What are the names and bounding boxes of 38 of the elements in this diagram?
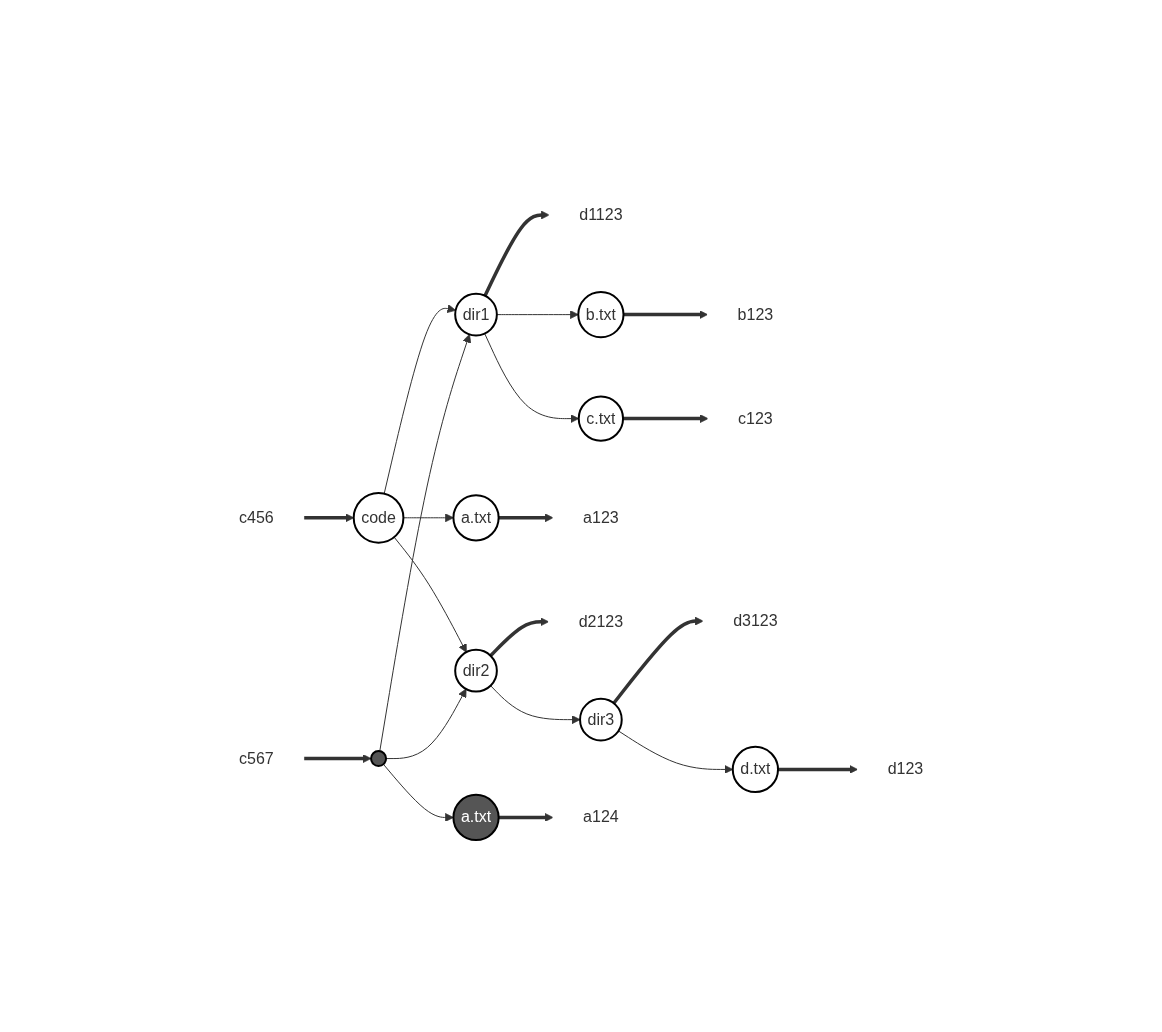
node-circle: b.txt	[577, 290, 625, 338]
node-text: a124	[582, 808, 619, 826]
node-text: d3123	[733, 611, 778, 629]
arrow	[484, 332, 579, 423]
arrow	[303, 513, 354, 522]
node-circle	[369, 749, 387, 767]
node-text: c123	[737, 409, 773, 427]
arrow	[623, 310, 708, 319]
arrow	[393, 536, 467, 653]
node-circle: dir3	[578, 697, 623, 742]
arrow	[382, 763, 454, 822]
arrow	[489, 684, 581, 724]
arrow	[496, 310, 579, 319]
node-text: c456	[238, 508, 274, 526]
node-circle: d.txt	[731, 745, 779, 793]
arrow	[489, 617, 549, 657]
node-circle: dir1	[454, 292, 498, 337]
arrow	[303, 753, 372, 763]
arrow	[498, 513, 554, 522]
node-text: c567	[238, 749, 274, 767]
arrow	[498, 812, 554, 822]
arrow	[379, 333, 471, 752]
arrow	[385, 688, 467, 759]
node-text: d123	[887, 760, 924, 778]
node-circle: dir2	[454, 648, 498, 693]
node-circle: code	[352, 491, 405, 544]
node-text: a123	[582, 508, 619, 526]
node-text: b123	[737, 305, 774, 323]
arrow	[622, 414, 709, 423]
node-circle: c.txt	[577, 395, 624, 442]
arrow	[777, 764, 858, 774]
node-text: d1123	[579, 205, 623, 223]
node-circle: a.txt	[452, 793, 500, 841]
node-circle: a.txt	[452, 493, 500, 542]
arrow	[612, 616, 704, 705]
arrow	[383, 304, 456, 494]
node-text: d2123	[578, 612, 624, 630]
arrow	[483, 210, 550, 297]
